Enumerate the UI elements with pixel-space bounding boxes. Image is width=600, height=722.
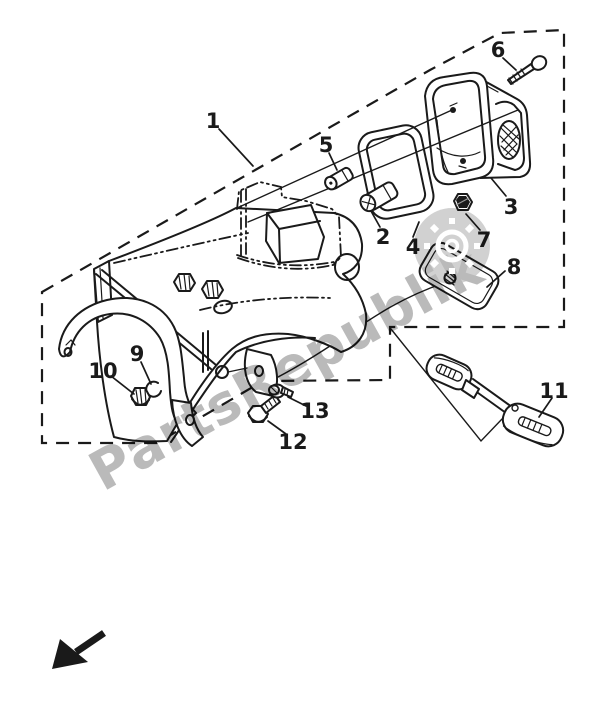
mount-alignment-lines (236, 109, 519, 223)
fender-hole (334, 253, 360, 281)
taillight-housing (424, 71, 532, 186)
leader-lines (110, 57, 553, 435)
gear-icon (424, 218, 480, 274)
bolt (247, 394, 281, 423)
hex-nut (130, 387, 151, 406)
callout-2: 2 (376, 225, 391, 249)
tapping-screw (268, 383, 294, 399)
callout-1: 1 (206, 109, 221, 133)
bulb-small (324, 166, 354, 191)
rear-fender (93, 181, 368, 443)
fender-stud (173, 273, 196, 292)
callout-9: 9 (130, 342, 145, 366)
assembly-boundary (40, 28, 566, 445)
callout-5: 5 (319, 133, 334, 157)
housing-grille (497, 120, 521, 160)
fender-slot-hole (213, 299, 233, 315)
callout-12: 12 (278, 430, 307, 454)
callout-3: 3 (504, 195, 519, 219)
callout-10: 10 (88, 359, 117, 383)
bulb-large (359, 181, 399, 213)
taillight-mount-bracket (236, 181, 342, 267)
callout-11: 11 (539, 379, 568, 403)
speed-nut (453, 193, 473, 211)
direction-arrow-icon (52, 630, 106, 669)
arch-tab (171, 399, 204, 447)
license-bracket (425, 353, 565, 448)
housing-screw-boss (449, 102, 467, 169)
mounting-screw (507, 55, 548, 85)
callout-8: 8 (507, 255, 522, 279)
inner-fender-arch (58, 297, 204, 447)
callout-6: 6 (491, 38, 506, 62)
fender-stud (201, 280, 224, 299)
grille-hatching (499, 124, 520, 158)
callout-13: 13 (300, 399, 329, 423)
